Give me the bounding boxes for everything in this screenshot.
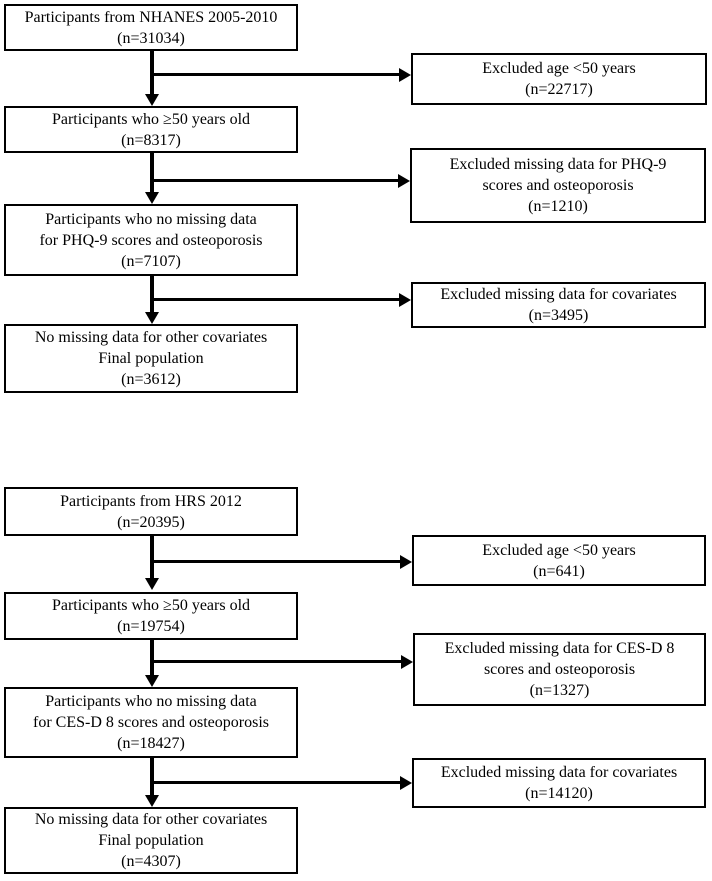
arrow-line	[150, 536, 154, 578]
arrow-line	[150, 73, 402, 76]
box-text-line: (n=1327)	[529, 682, 590, 699]
box-text-line: Participants from HRS 2012	[60, 492, 242, 510]
box-hrs-no-missing: Participants who no missing data for CES…	[4, 687, 298, 758]
arrow-line	[150, 153, 154, 194]
arrow-down-icon	[145, 94, 159, 106]
box-text-line: scores and osteoporosis	[482, 177, 634, 194]
box-text-line: Final population	[98, 350, 204, 367]
arrow-line	[150, 179, 400, 182]
box-hrs-excluded-age: Excluded age <50 years (n=641)	[412, 535, 706, 586]
box-text-line: (n=3495)	[528, 307, 589, 324]
box-text-line: Participants who ≥50 years old	[51, 110, 251, 128]
arrow-right-icon	[399, 68, 411, 82]
box-text-line: Final population	[98, 832, 204, 849]
box-text-line: (n=14120)	[525, 785, 593, 802]
box-text-line: Excluded missing data for covariates	[440, 764, 678, 781]
box-text-line: for CES-D 8 scores and osteoporosis	[33, 714, 269, 731]
box-text-line: No missing data for other covariates	[34, 811, 268, 828]
box-nhanes-source: Participants from NHANES 2005-2010 (n=31…	[4, 4, 298, 51]
box-text-line: (n=20395)	[117, 513, 185, 531]
arrow-right-icon	[401, 655, 413, 669]
box-nhanes-excluded-covariates: Excluded missing data for covariates (n=…	[411, 282, 706, 328]
arrow-right-icon	[399, 293, 411, 307]
box-text-line: for PHQ-9 scores and osteoporosis	[39, 231, 263, 249]
box-hrs-final: No missing data for other covariates Fin…	[4, 807, 298, 874]
box-text-line: scores and osteoporosis	[483, 661, 636, 678]
box-text-line: (n=1210)	[528, 198, 588, 215]
arrow-line	[150, 560, 402, 563]
box-text-line: No missing data for other covariates	[34, 329, 268, 346]
arrow-right-icon	[400, 555, 412, 569]
box-text-line: (n=19754)	[117, 618, 185, 635]
arrow-line	[150, 276, 154, 314]
arrow-line	[150, 660, 403, 663]
box-text-line: Participants from NHANES 2005-2010	[24, 8, 278, 26]
box-text-line: Excluded age <50 years	[482, 541, 636, 559]
arrow-line	[150, 758, 154, 797]
box-text-line: (n=3612)	[121, 371, 181, 388]
box-nhanes-final: No missing data for other covariates Fin…	[4, 324, 298, 393]
box-text-line: (n=4307)	[121, 853, 181, 870]
box-hrs-source: Participants from HRS 2012 (n=20395)	[4, 487, 298, 536]
box-text-line: (n=8317)	[121, 131, 181, 149]
box-nhanes-no-missing: Participants who no missing data for PHQ…	[4, 204, 298, 276]
box-text-line: Excluded missing data for PHQ-9	[449, 156, 667, 173]
box-text-line: Excluded missing data for CES-D 8	[444, 640, 675, 657]
box-hrs-excluded-cesd: Excluded missing data for CES-D 8 scores…	[413, 633, 706, 706]
box-text-line: (n=31034)	[117, 29, 185, 47]
box-hrs-excluded-covariates: Excluded missing data for covariates (n=…	[412, 758, 706, 808]
box-text-line: Participants who no missing data	[45, 210, 257, 228]
arrow-down-icon	[145, 312, 159, 324]
arrow-right-icon	[398, 174, 410, 188]
arrow-down-icon	[145, 578, 159, 590]
box-hrs-age50: Participants who ≥50 years old (n=19754)	[4, 592, 298, 640]
arrow-line	[150, 298, 401, 301]
box-text-line: Participants who no missing data	[45, 693, 257, 710]
arrow-down-icon	[145, 675, 159, 687]
box-text-line: Excluded missing data for covariates	[440, 286, 677, 303]
box-text-line: (n=641)	[533, 562, 585, 580]
box-text-line: Participants who ≥50 years old	[51, 597, 251, 614]
box-nhanes-excluded-phq9: Excluded missing data for PHQ-9 scores a…	[410, 148, 706, 223]
box-text-line: Excluded age <50 years	[482, 60, 636, 77]
arrow-line	[150, 781, 402, 784]
box-nhanes-excluded-age: Excluded age <50 years (n=22717)	[411, 53, 707, 105]
box-nhanes-age50: Participants who ≥50 years old (n=8317)	[4, 106, 298, 153]
arrow-down-icon	[145, 192, 159, 204]
arrow-line	[150, 640, 154, 677]
box-text-line: (n=7107)	[121, 252, 181, 270]
arrow-right-icon	[400, 776, 412, 790]
box-text-line: (n=22717)	[525, 81, 593, 98]
box-text-line: (n=18427)	[117, 735, 185, 752]
arrow-down-icon	[145, 795, 159, 807]
